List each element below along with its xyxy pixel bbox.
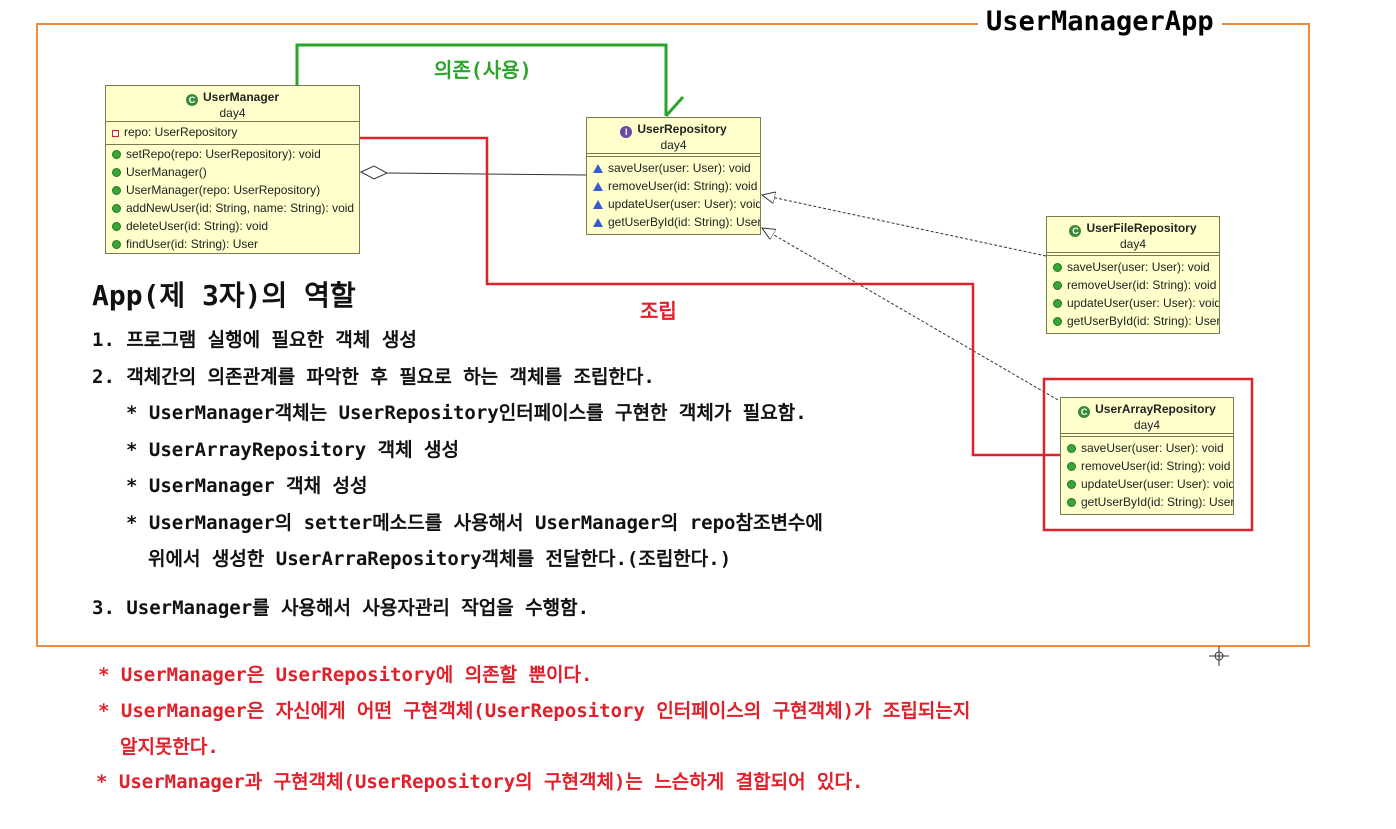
aggregation-diamond (359, 165, 389, 180)
operation-row: deleteUser(id: String): void (106, 217, 359, 235)
constructor-icon (112, 168, 121, 177)
class-header: C UserManager day4 (106, 86, 359, 122)
class-icon: C (1078, 406, 1091, 418)
abstract-method-icon (593, 182, 603, 191)
interface-icon: I (620, 126, 633, 138)
step-3: 3. UserManager를 사용해서 사용자관리 작업을 수행함. (92, 597, 590, 619)
class-user-array-repository[interactable]: C UserArrayRepository day4 saveUser(user:… (1060, 397, 1234, 515)
operation-row: removeUser(id: String): void (587, 177, 760, 195)
operation-row: saveUser(user: User): void (1061, 439, 1233, 457)
abstract-method-icon (593, 218, 603, 227)
public-method-icon (1053, 299, 1062, 308)
interface-name: UserRepository (637, 122, 727, 136)
dependency-arrowhead (664, 95, 685, 118)
operation-row: updateUser(user: User): void (1061, 475, 1233, 493)
operation-row: updateUser(user: User): void (1047, 294, 1219, 312)
public-method-icon (1067, 462, 1076, 471)
operation-row: getUserById(id: String): User (587, 213, 760, 231)
public-method-icon (112, 240, 121, 249)
class-user-file-repository[interactable]: C UserFileRepository day4 saveUser(user: … (1046, 216, 1220, 334)
public-method-icon (112, 222, 121, 231)
step-2-detail-a: * UserManager객체는 UserRepository인터페이스를 구현… (126, 402, 807, 424)
note-3: * UserManager과 구현객체(UserRepository의 구현객체… (96, 771, 864, 793)
crosshair-cursor-icon (1209, 646, 1229, 666)
class-icon: C (185, 94, 198, 106)
step-2-detail-d: * UserManager의 setter메소드를 사용해서 UserManag… (126, 512, 823, 534)
class-name: UserManager (202, 90, 280, 104)
note-2: * UserManager은 자신에게 어떤 구현객체(UserReposito… (98, 700, 971, 722)
package-name: day4 (660, 138, 687, 152)
public-method-icon (1053, 317, 1062, 326)
note-1: * UserManager은 UserRepository에 의존할 뿐이다. (98, 664, 593, 686)
public-method-icon (112, 150, 121, 159)
step-2: 2. 객체간의 의존관계를 파악한 후 필요로 하는 객체를 조립한다. (92, 366, 655, 388)
step-1: 1. 프로그램 실행에 필요한 객체 생성 (92, 329, 417, 351)
attribute-row: repo: UserRepository (106, 123, 359, 141)
class-icon: C (1069, 225, 1082, 237)
frame-title: UserManagerApp (978, 4, 1222, 40)
operation-row: addNewUser(id: String, name: String): vo… (106, 199, 359, 217)
operation-row: updateUser(user: User): void (587, 195, 760, 213)
private-field-icon (112, 130, 119, 137)
public-method-icon (112, 204, 121, 213)
abstract-method-icon (593, 164, 603, 173)
package-name: day4 (219, 106, 246, 120)
note-2-cont: 알지못한다. (120, 736, 219, 758)
operation-row: setRepo(repo: UserRepository): void (106, 145, 359, 163)
interface-user-repository[interactable]: I UserRepository day4 saveUser(user: User… (586, 117, 761, 235)
public-method-icon (1053, 263, 1062, 272)
assembly-line (241, 136, 1060, 457)
highlight-box (1042, 377, 1254, 532)
operation-row: UserManager() (106, 163, 359, 181)
step-2-detail-c: * UserManager 객채 성성 (126, 475, 368, 497)
constructor-icon (112, 186, 121, 195)
operation-row: getUserById(id: String): User (1061, 493, 1233, 511)
app-frame (36, 23, 1310, 647)
operation-row: removeUser(id: String): void (1061, 457, 1233, 475)
class-user-manager[interactable]: C UserManager day4 repo: UserRepository s… (105, 85, 360, 254)
dependency-line (295, 43, 668, 116)
step-2-detail-b: * UserArrayRepository 객체 생성 (126, 439, 460, 461)
class-name: UserArrayRepository (1095, 402, 1216, 416)
operation-row: findUser(id: String): User (106, 235, 359, 253)
operation-row: saveUser(user: User): void (1047, 258, 1219, 276)
realization-file (762, 195, 1047, 257)
step-2-detail-e: 위에서 생성한 UserArraRepository객체를 전달한다.(조립한다… (148, 548, 732, 570)
public-method-icon (1067, 498, 1076, 507)
dependency-label: 의존(사용) (434, 58, 532, 82)
realization-array (762, 228, 1059, 401)
abstract-method-icon (593, 200, 603, 209)
role-heading: App(제 3자)의 역할 (92, 279, 356, 312)
package-name: day4 (1119, 237, 1147, 251)
public-method-icon (1053, 281, 1062, 290)
assembly-label: 조립 (640, 299, 677, 323)
public-method-icon (1067, 444, 1076, 453)
class-name: UserFileRepository (1086, 221, 1197, 235)
operation-row: removeUser(id: String): void (1047, 276, 1219, 294)
operation-row: UserManager(repo: UserRepository) (106, 181, 359, 199)
public-method-icon (1067, 480, 1076, 489)
package-name: day4 (1133, 418, 1161, 432)
operation-row: getUserById(id: String): User (1047, 312, 1219, 330)
operation-row: saveUser(user: User): void (587, 159, 760, 177)
